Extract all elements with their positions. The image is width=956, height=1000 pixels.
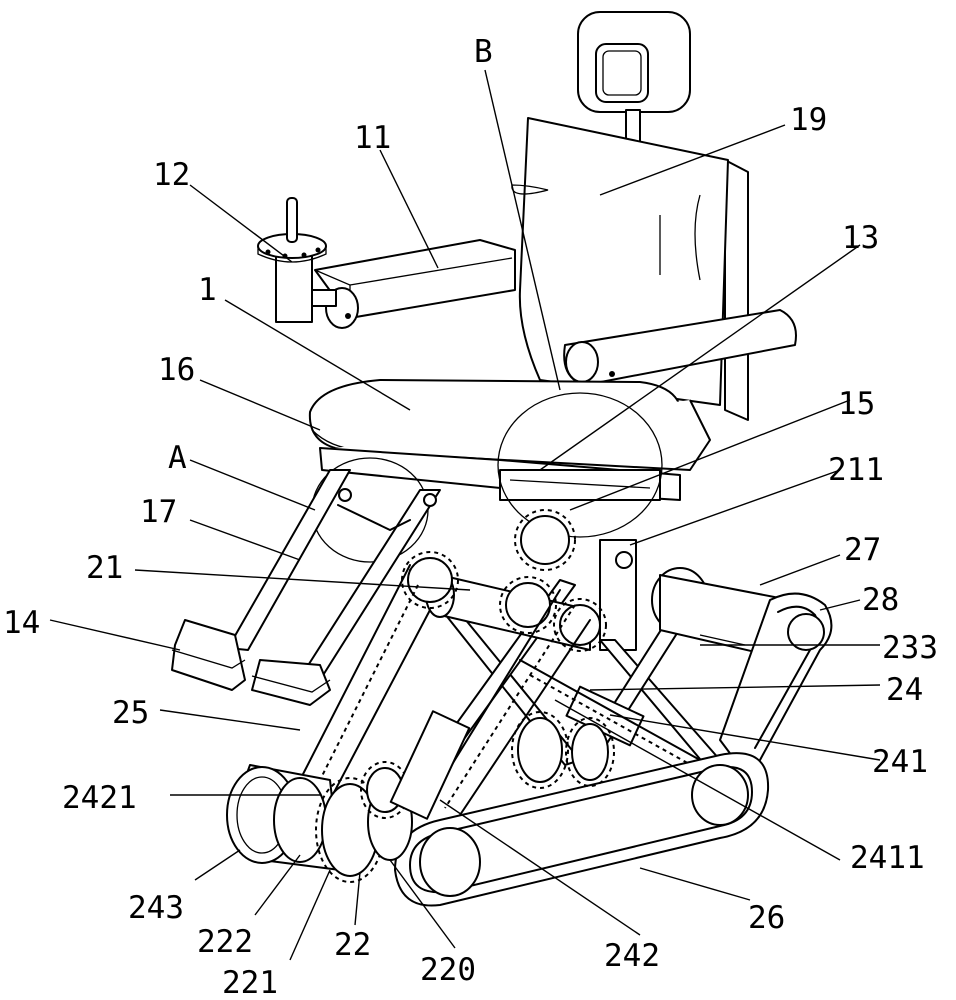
label-11: 11 bbox=[354, 120, 391, 156]
label-222: 222 bbox=[197, 924, 253, 960]
label-242: 242 bbox=[604, 938, 660, 974]
label-233: 233 bbox=[882, 630, 938, 666]
label-243: 243 bbox=[128, 890, 184, 926]
footrest bbox=[171, 469, 441, 706]
label-14: 14 bbox=[3, 605, 40, 641]
label-25: 25 bbox=[112, 695, 149, 731]
middle-gearbox bbox=[511, 711, 615, 789]
label-24: 24 bbox=[886, 672, 923, 708]
left-armrest bbox=[309, 239, 516, 329]
front-wheel-set bbox=[226, 710, 471, 883]
label-22: 22 bbox=[334, 927, 371, 963]
label-13: 13 bbox=[842, 220, 879, 256]
label-2421: 2421 bbox=[62, 780, 137, 816]
reference-labels: 12 11 1 16 A 17 21 14 25 2421 243 222 22… bbox=[3, 34, 938, 1000]
label-241: 241 bbox=[872, 744, 928, 780]
right-armrest bbox=[563, 309, 797, 386]
label-21: 21 bbox=[86, 550, 123, 586]
label-16: 16 bbox=[158, 352, 195, 388]
label-211: 211 bbox=[828, 452, 884, 488]
joystick-controller bbox=[257, 197, 327, 323]
detail-circle-b bbox=[497, 392, 663, 538]
leader-lines bbox=[49, 69, 881, 961]
label-1: 1 bbox=[198, 272, 217, 308]
label-220: 220 bbox=[420, 952, 476, 988]
axle-assembly bbox=[401, 509, 607, 652]
label-221: 221 bbox=[222, 965, 278, 1000]
label-26: 26 bbox=[748, 900, 785, 936]
label-B: B bbox=[474, 34, 493, 70]
label-A: A bbox=[168, 440, 187, 476]
label-27: 27 bbox=[844, 532, 881, 568]
label-17: 17 bbox=[140, 494, 177, 530]
front-track bbox=[394, 752, 770, 907]
headrest bbox=[577, 11, 691, 145]
label-12: 12 bbox=[153, 157, 190, 193]
label-15: 15 bbox=[838, 386, 875, 422]
rear-track bbox=[651, 567, 833, 769]
label-28: 28 bbox=[862, 582, 899, 618]
label-2411: 2411 bbox=[850, 840, 925, 876]
label-19: 19 bbox=[790, 102, 827, 138]
